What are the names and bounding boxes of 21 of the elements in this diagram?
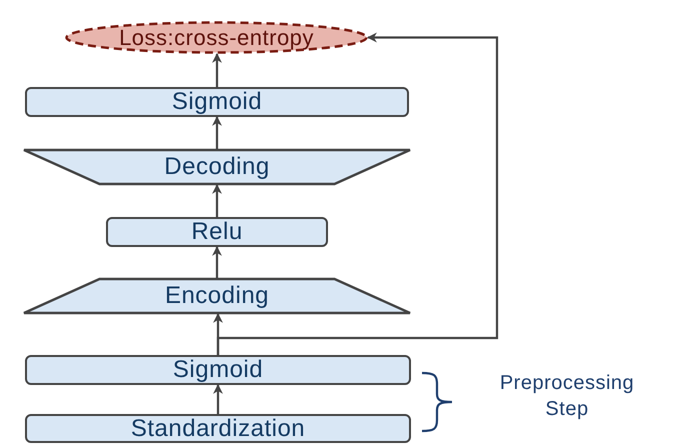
arrow xyxy=(212,184,222,217)
annotation-label: Preprocessing Step xyxy=(498,371,636,422)
decoder-trapezoid xyxy=(23,149,411,185)
loss-ellipse xyxy=(65,21,368,54)
layer-label: Sigmoid xyxy=(172,356,264,384)
layer-label: Relu xyxy=(191,218,243,246)
arrow xyxy=(212,116,222,149)
layer-label: Encoding xyxy=(164,282,270,310)
arrow xyxy=(212,53,222,87)
layer-box xyxy=(25,414,411,443)
encoder-trapezoid xyxy=(23,278,411,314)
layer-box xyxy=(106,217,328,247)
layer-label: Decoding xyxy=(164,153,270,181)
layer-label: Standardization xyxy=(130,414,306,442)
arrow xyxy=(213,384,223,414)
layer-box xyxy=(25,355,411,385)
arrow xyxy=(212,246,222,278)
arrow xyxy=(216,32,498,355)
layer-label: Loss:cross-entropy xyxy=(119,24,314,50)
layer-label: Sigmoid xyxy=(172,88,262,116)
layer-box xyxy=(25,87,409,117)
